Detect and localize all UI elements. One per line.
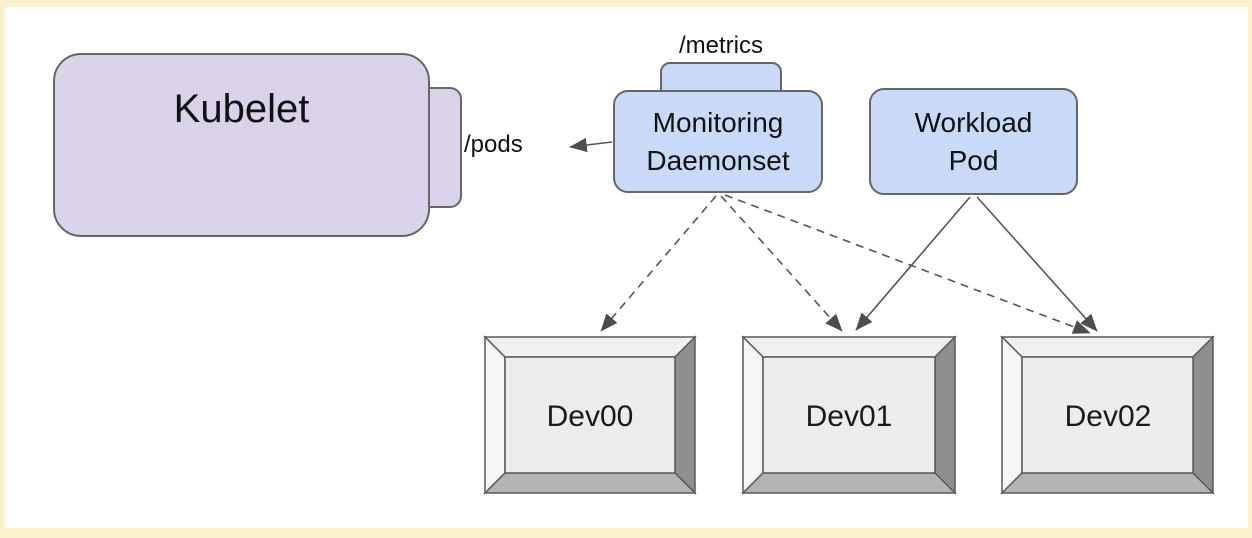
device-dev01-label: Dev01: [806, 400, 893, 433]
metrics-endpoint-label: /metrics: [679, 32, 763, 59]
device-bevel-right: [1192, 335, 1214, 495]
device-dev01: Dev01: [741, 335, 957, 495]
device-face: [1021, 356, 1194, 474]
edge-workload-to-dev01: [855, 196, 971, 331]
device-dev02-label: Dev02: [1065, 400, 1152, 433]
device-face: [504, 356, 676, 474]
device-bevel-bottom: [741, 472, 957, 494]
edge-workload-to-dev02: [976, 196, 1098, 332]
monitoring-daemonset-label-line1: Monitoring: [652, 106, 784, 138]
device-bevel-right: [674, 335, 696, 495]
edge-monitoring-to-dev00: [600, 195, 717, 332]
device-bevel-left: [1001, 335, 1023, 495]
kubelet-label: Kubelet: [173, 87, 310, 131]
device-bevel-left: [742, 335, 764, 495]
device-dev00-label: Dev00: [547, 400, 634, 433]
device-bevel-bottom: [1000, 472, 1215, 494]
workload-pod-label-line2: Pod: [948, 144, 999, 176]
device-bevel-top: [1000, 336, 1215, 358]
edge-monitoring-to-pods: [569, 137, 613, 153]
workload-pod-node: Workload Pod: [869, 88, 1078, 195]
device-dev00: Dev00: [483, 335, 697, 495]
device-bevel-left: [484, 335, 506, 495]
edge-monitoring-to-dev02: [724, 194, 1091, 334]
edge-monitoring-to-dev01: [720, 195, 843, 332]
device-bevel-top: [483, 336, 697, 358]
device-bevel-bottom: [483, 472, 697, 494]
workload-pod-label-line1: Workload: [914, 106, 1033, 138]
kubelet-node: Kubelet: [53, 53, 430, 237]
monitoring-daemonset-label-line2: Daemonset: [646, 144, 790, 176]
device-bevel-right: [934, 335, 956, 495]
device-face: [762, 356, 936, 474]
device-bevel-top: [741, 336, 957, 358]
monitoring-daemonset-node: Monitoring Daemonset: [613, 90, 823, 193]
pods-endpoint-label: /pods: [464, 131, 523, 158]
device-dev02: Dev02: [1000, 335, 1215, 495]
